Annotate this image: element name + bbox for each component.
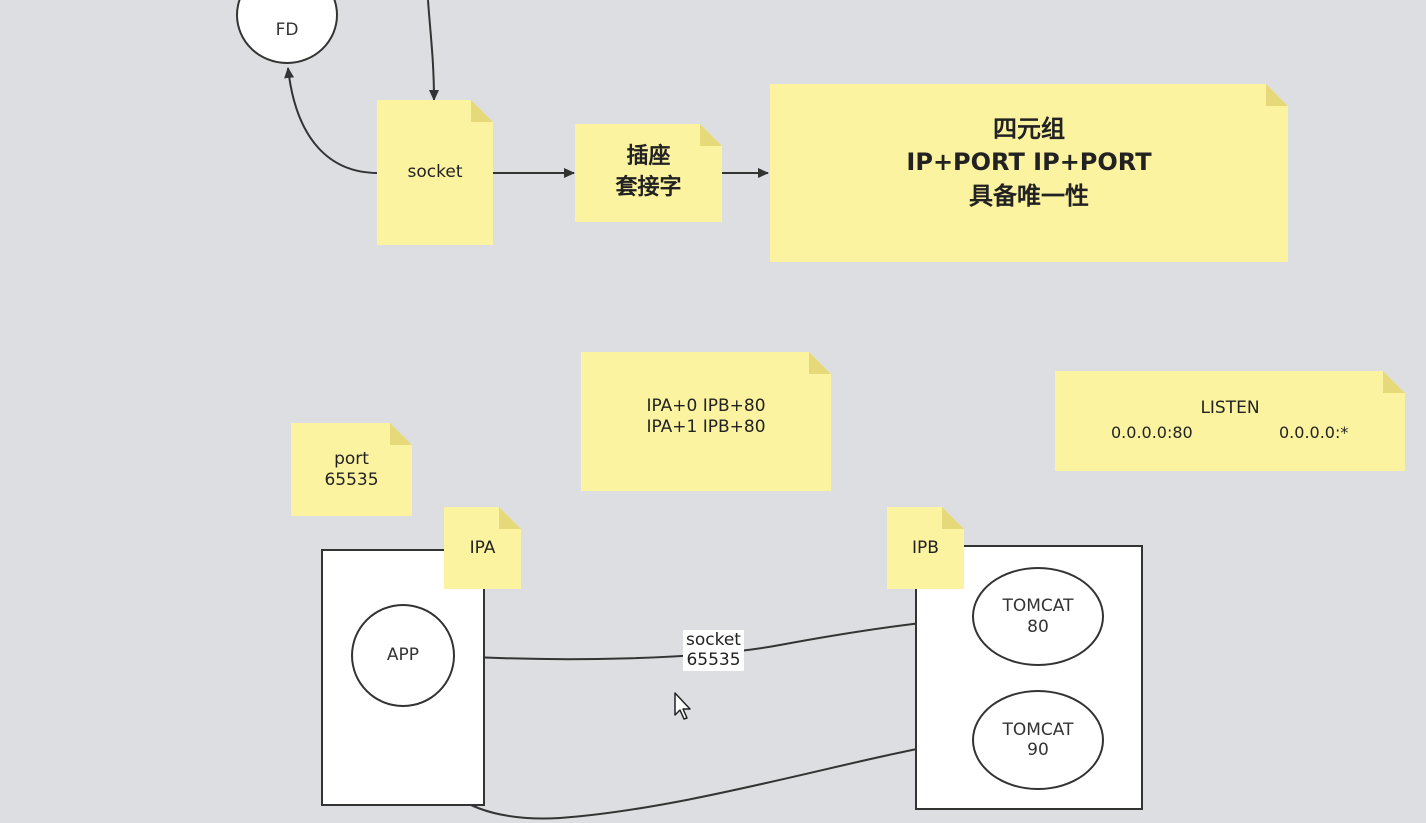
note-shape	[291, 423, 412, 516]
ipa-label: IPA	[469, 537, 496, 558]
app-node: APP	[351, 604, 455, 707]
four-tuple-note: 四元组 IP+PORT IP+PORT 具备唯一性	[770, 84, 1288, 262]
app-label: APP	[386, 645, 420, 666]
socket-note: socket	[377, 100, 493, 245]
edge-app-to-tomcat80	[454, 613, 973, 661]
fd-label: FD	[275, 19, 299, 40]
ipa-note: IPA	[444, 507, 521, 589]
edge-top-to-socket	[427, 0, 439, 101]
mouse-cursor-icon	[674, 692, 691, 720]
tomcat90-node: TOMCAT 90	[972, 690, 1104, 790]
ipb-note: IPB	[887, 507, 964, 589]
note-shape	[581, 352, 831, 491]
listen-title: LISTEN	[1200, 398, 1260, 418]
port-note: port 65535	[291, 423, 412, 516]
note-shape	[377, 100, 493, 245]
note-shape	[770, 84, 1288, 262]
port-label: port 65535	[324, 449, 379, 490]
listen-note: LISTEN 0.0.0.0:80 0.0.0.0:*	[1055, 371, 1405, 471]
note-shape	[887, 507, 964, 589]
note-shape	[444, 507, 521, 589]
edge-label-socket-65535: socket 65535	[683, 630, 744, 672]
edge-app-to-tomcat90	[403, 706, 973, 820]
tomcat80-node: TOMCAT 80	[972, 567, 1104, 666]
ipb-label: IPB	[912, 537, 939, 558]
note-shape	[575, 124, 722, 222]
note-shape	[1055, 371, 1405, 471]
tomcat90-label: TOMCAT 90	[1002, 719, 1074, 760]
four-tuple-label: 四元组 IP+PORT IP+PORT 具备唯一性	[906, 114, 1152, 210]
edge-socket-to-fd	[284, 67, 379, 174]
listen-addr-1: 0.0.0.0:80	[1111, 423, 1193, 442]
socket-label: socket	[407, 162, 463, 183]
connections-note: IPA+0 IPB+80 IPA+1 IPB+80	[581, 352, 831, 491]
socket-cn-label: 插座 套接字	[615, 144, 682, 200]
listen-addr-2: 0.0.0.0:*	[1279, 423, 1349, 442]
tomcat80-label: TOMCAT 80	[1002, 596, 1074, 637]
connections-label: IPA+0 IPB+80 IPA+1 IPB+80	[646, 396, 766, 437]
socket-cn-note: 插座 套接字	[575, 124, 722, 222]
